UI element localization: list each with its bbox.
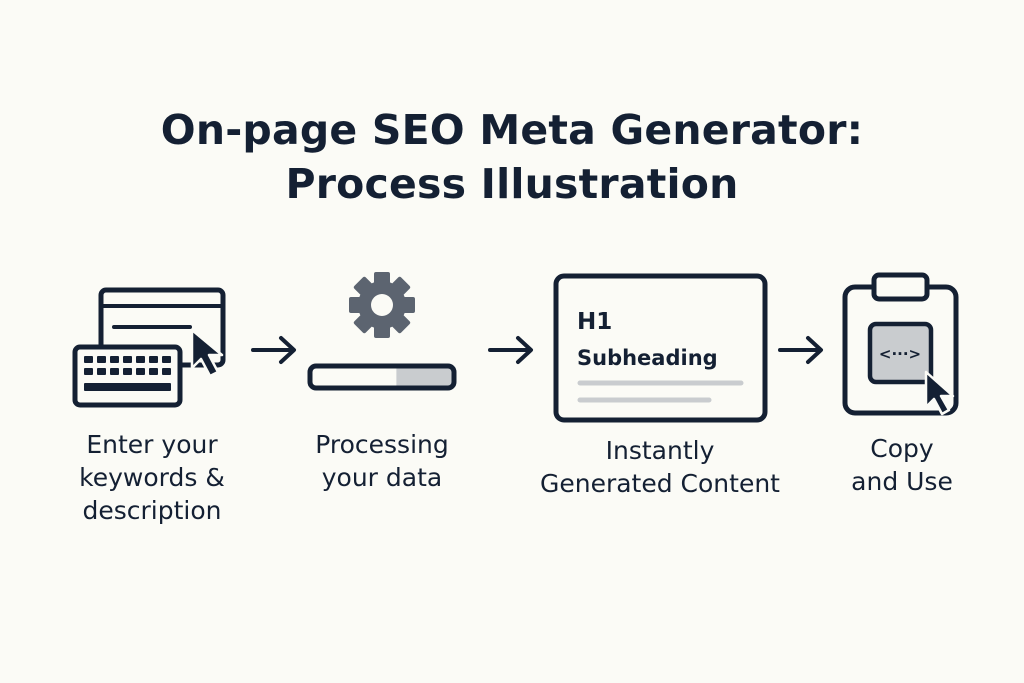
step-4-label: Copy and Use <box>800 432 1004 498</box>
code-glyph: <···> <box>879 345 921 363</box>
keyboard-icon <box>72 344 183 408</box>
progress-bar <box>307 363 457 391</box>
arrow-right-icon <box>488 336 533 364</box>
step-1-label-line-2: keywords & <box>79 463 225 492</box>
progress-bar-remaining <box>396 366 454 388</box>
cursor-arrow-icon <box>190 328 224 378</box>
title-line-2: Process Illustration <box>285 160 739 208</box>
step-4-label-line-1: Copy <box>870 434 934 463</box>
title-line-1: On-page SEO Meta Generator: <box>160 106 864 154</box>
gear-icon <box>349 272 415 338</box>
step-3-label: Instantly Generated Content <box>520 434 800 500</box>
step-2-label-line-1: Processing <box>315 430 449 459</box>
step-2-label-line-2: your data <box>321 463 443 492</box>
step-4-label-line-2: and Use <box>851 467 953 496</box>
document-preview-icon: H1 Subheading <box>553 273 768 423</box>
step-3-label-line-2: Generated Content <box>539 469 780 498</box>
progress-bar-fill <box>310 366 397 388</box>
arrow-right-icon <box>778 336 823 364</box>
step-2-label: Processing your data <box>276 428 488 494</box>
step-3-label-line-1: Instantly <box>605 436 715 465</box>
keyboard-monitor-icon <box>72 287 226 408</box>
step-1-label-line-3: description <box>82 496 222 525</box>
clipboard-code-icon: <···> <box>842 272 959 416</box>
arrow-right-icon <box>251 336 296 364</box>
code-block <box>867 321 934 385</box>
gear-progress-icon <box>307 272 457 391</box>
step-1-label: Enter your keywords & description <box>46 428 258 527</box>
diagram-title: On-page SEO Meta Generator: Process Illu… <box>0 103 1024 211</box>
step-1-label-line-1: Enter your <box>86 430 218 459</box>
h1-heading-text: H1 <box>577 309 612 335</box>
clipboard-clip <box>871 272 930 302</box>
subheading-text: Subheading <box>577 346 718 370</box>
cursor-arrow-icon <box>924 370 955 416</box>
